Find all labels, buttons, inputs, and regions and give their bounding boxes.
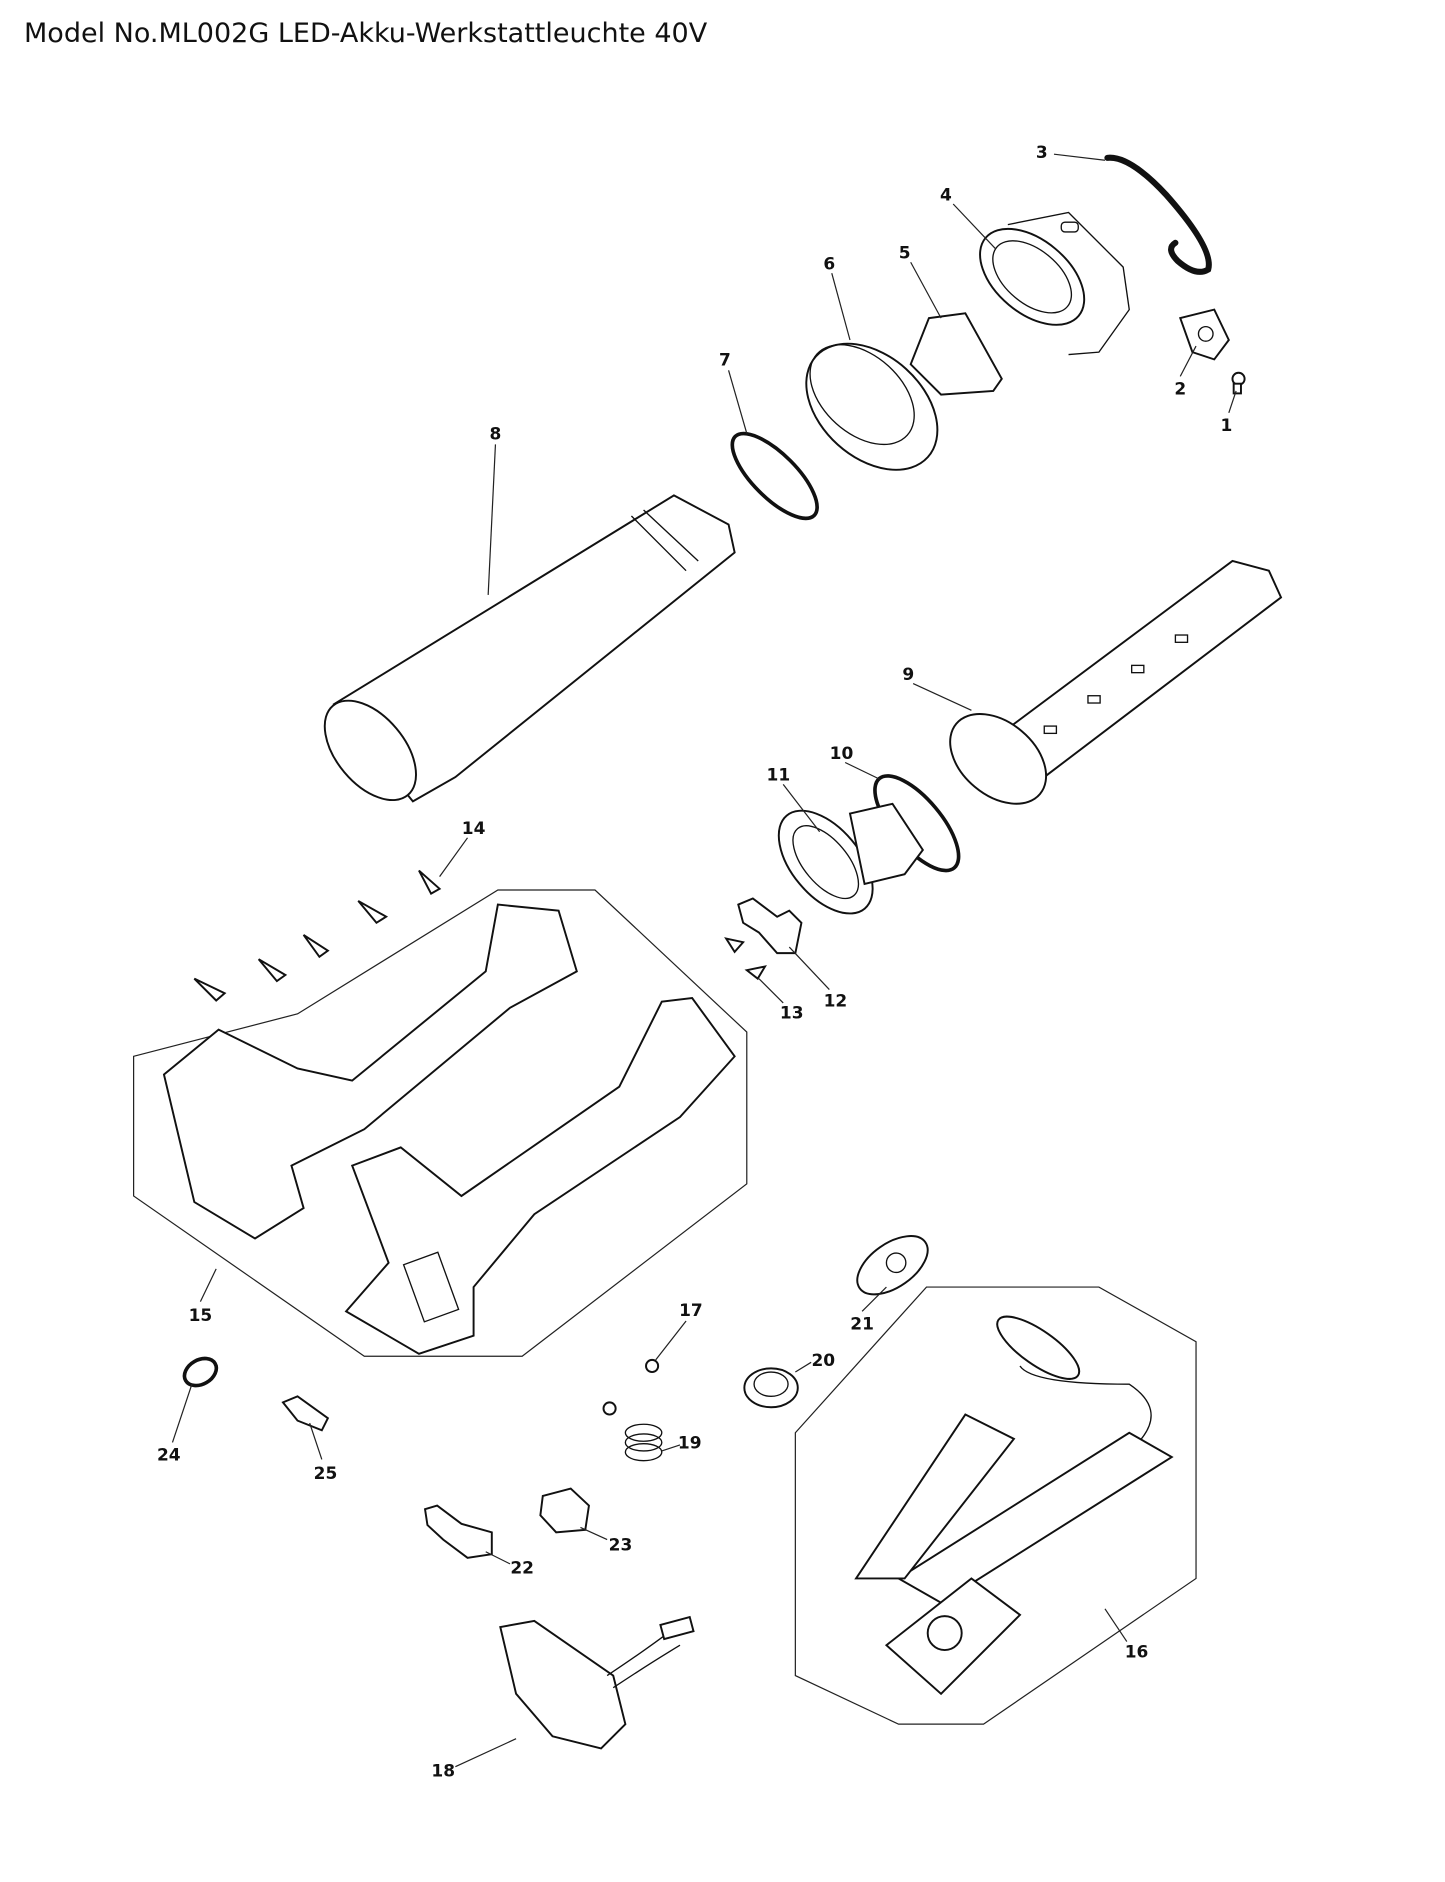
- label-16: 16: [1125, 1642, 1149, 1662]
- label-15: 15: [189, 1306, 213, 1326]
- label-7: 7: [719, 350, 731, 370]
- part-17-screws[interactable]: [602, 1358, 660, 1416]
- part-25-latch[interactable]: [281, 1395, 330, 1432]
- label-25: 25: [314, 1464, 338, 1484]
- part-3-hook[interactable]: [1104, 154, 1212, 275]
- part-21-switch-cover[interactable]: [847, 1224, 938, 1306]
- part-22-switch[interactable]: [423, 1504, 493, 1559]
- part-4-lens-holder[interactable]: [962, 210, 1130, 356]
- part-2-clip[interactable]: [1178, 308, 1230, 361]
- housing-group-outline: [133, 889, 748, 1357]
- label-6: 6: [823, 255, 835, 275]
- leader-lines: [171, 153, 1237, 1768]
- part-9-led-bar[interactable]: [933, 559, 1283, 822]
- label-2: 2: [1174, 380, 1186, 400]
- part-15-housing-set[interactable]: [162, 903, 736, 1355]
- part-1-screw[interactable]: [1231, 371, 1246, 395]
- label-8: 8: [490, 425, 502, 445]
- label-5: 5: [899, 244, 911, 264]
- part-24-ring[interactable]: [180, 1353, 222, 1391]
- part-12-bracket[interactable]: [737, 897, 803, 955]
- label-24: 24: [157, 1446, 181, 1466]
- led-circuit-group-outline: [794, 1286, 1197, 1725]
- part-19-spring[interactable]: [624, 1423, 663, 1462]
- label-17: 17: [679, 1301, 703, 1321]
- label-1: 1: [1220, 416, 1232, 436]
- label-3: 3: [1036, 143, 1048, 163]
- label-19: 19: [678, 1434, 702, 1454]
- label-11: 11: [767, 766, 791, 786]
- label-13: 13: [780, 1004, 804, 1024]
- part-6-bezel-ring[interactable]: [782, 318, 962, 495]
- part-16-led-circuit-assembly[interactable]: [854, 1306, 1174, 1696]
- part-8-lens-tube[interactable]: [307, 494, 736, 816]
- part-18-terminal[interactable]: [499, 1615, 695, 1750]
- label-22: 22: [510, 1559, 534, 1579]
- label-4: 4: [940, 185, 952, 205]
- part-13-screws[interactable]: [724, 937, 767, 981]
- label-23: 23: [609, 1536, 633, 1556]
- label-21: 21: [850, 1315, 874, 1335]
- label-12: 12: [824, 992, 848, 1012]
- label-14: 14: [462, 819, 486, 839]
- part-5-reflector[interactable]: [909, 312, 1003, 396]
- diagram-title: Model No.ML002G LED-Akku-Werkstattleucht…: [24, 18, 708, 49]
- label-9: 9: [902, 665, 914, 685]
- label-20: 20: [811, 1351, 835, 1371]
- part-11-socket[interactable]: [761, 794, 925, 931]
- part-7-o-ring[interactable]: [720, 421, 830, 531]
- part-14-screws[interactable]: [193, 869, 442, 1002]
- label-10: 10: [830, 744, 854, 764]
- label-18: 18: [431, 1761, 455, 1781]
- part-20-cap[interactable]: [743, 1367, 799, 1409]
- part-23-cover[interactable]: [539, 1487, 590, 1534]
